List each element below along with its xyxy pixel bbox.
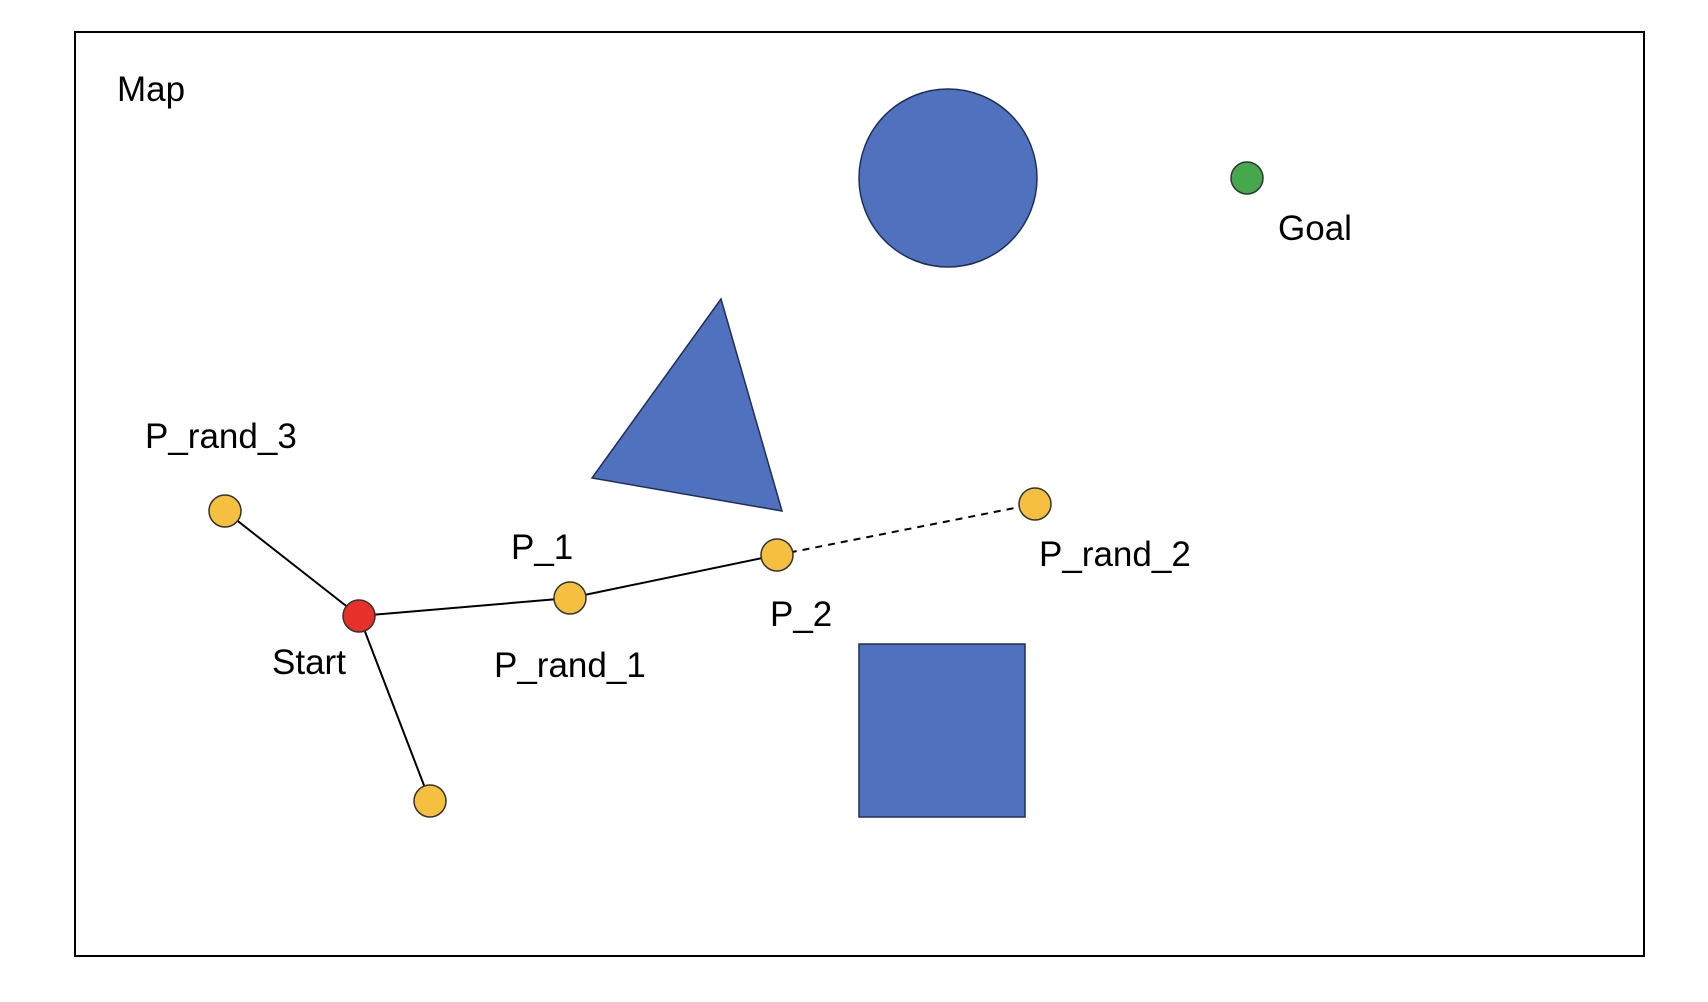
label-prand3: P_rand_3	[145, 417, 297, 456]
label-start: Start	[272, 643, 346, 682]
triangle-obstacle	[590, 297, 784, 512]
square-obstacle	[858, 643, 1026, 818]
node-lower	[413, 784, 447, 818]
node-prand2	[1018, 487, 1052, 521]
goal-node	[1230, 161, 1264, 195]
node-prand3	[208, 494, 242, 528]
edge-p2-to-prand2-dashed	[776, 503, 1036, 556]
label-p2: P_2	[770, 595, 832, 634]
edge-p1-to-p2	[569, 554, 778, 599]
edge-start-to-prand3	[224, 510, 360, 617]
label-goal: Goal	[1278, 209, 1352, 248]
edge-start-to-lower-node	[358, 615, 431, 802]
edge-start-to-p1	[358, 597, 571, 617]
label-prand1: P_rand_1	[494, 646, 646, 685]
start-node	[342, 599, 376, 633]
map-title: Map	[117, 70, 185, 109]
node-p1	[553, 581, 587, 615]
node-p2	[760, 538, 794, 572]
label-p1: P_1	[511, 528, 573, 567]
circle-obstacle	[858, 88, 1038, 268]
label-prand2: P_rand_2	[1039, 535, 1191, 574]
